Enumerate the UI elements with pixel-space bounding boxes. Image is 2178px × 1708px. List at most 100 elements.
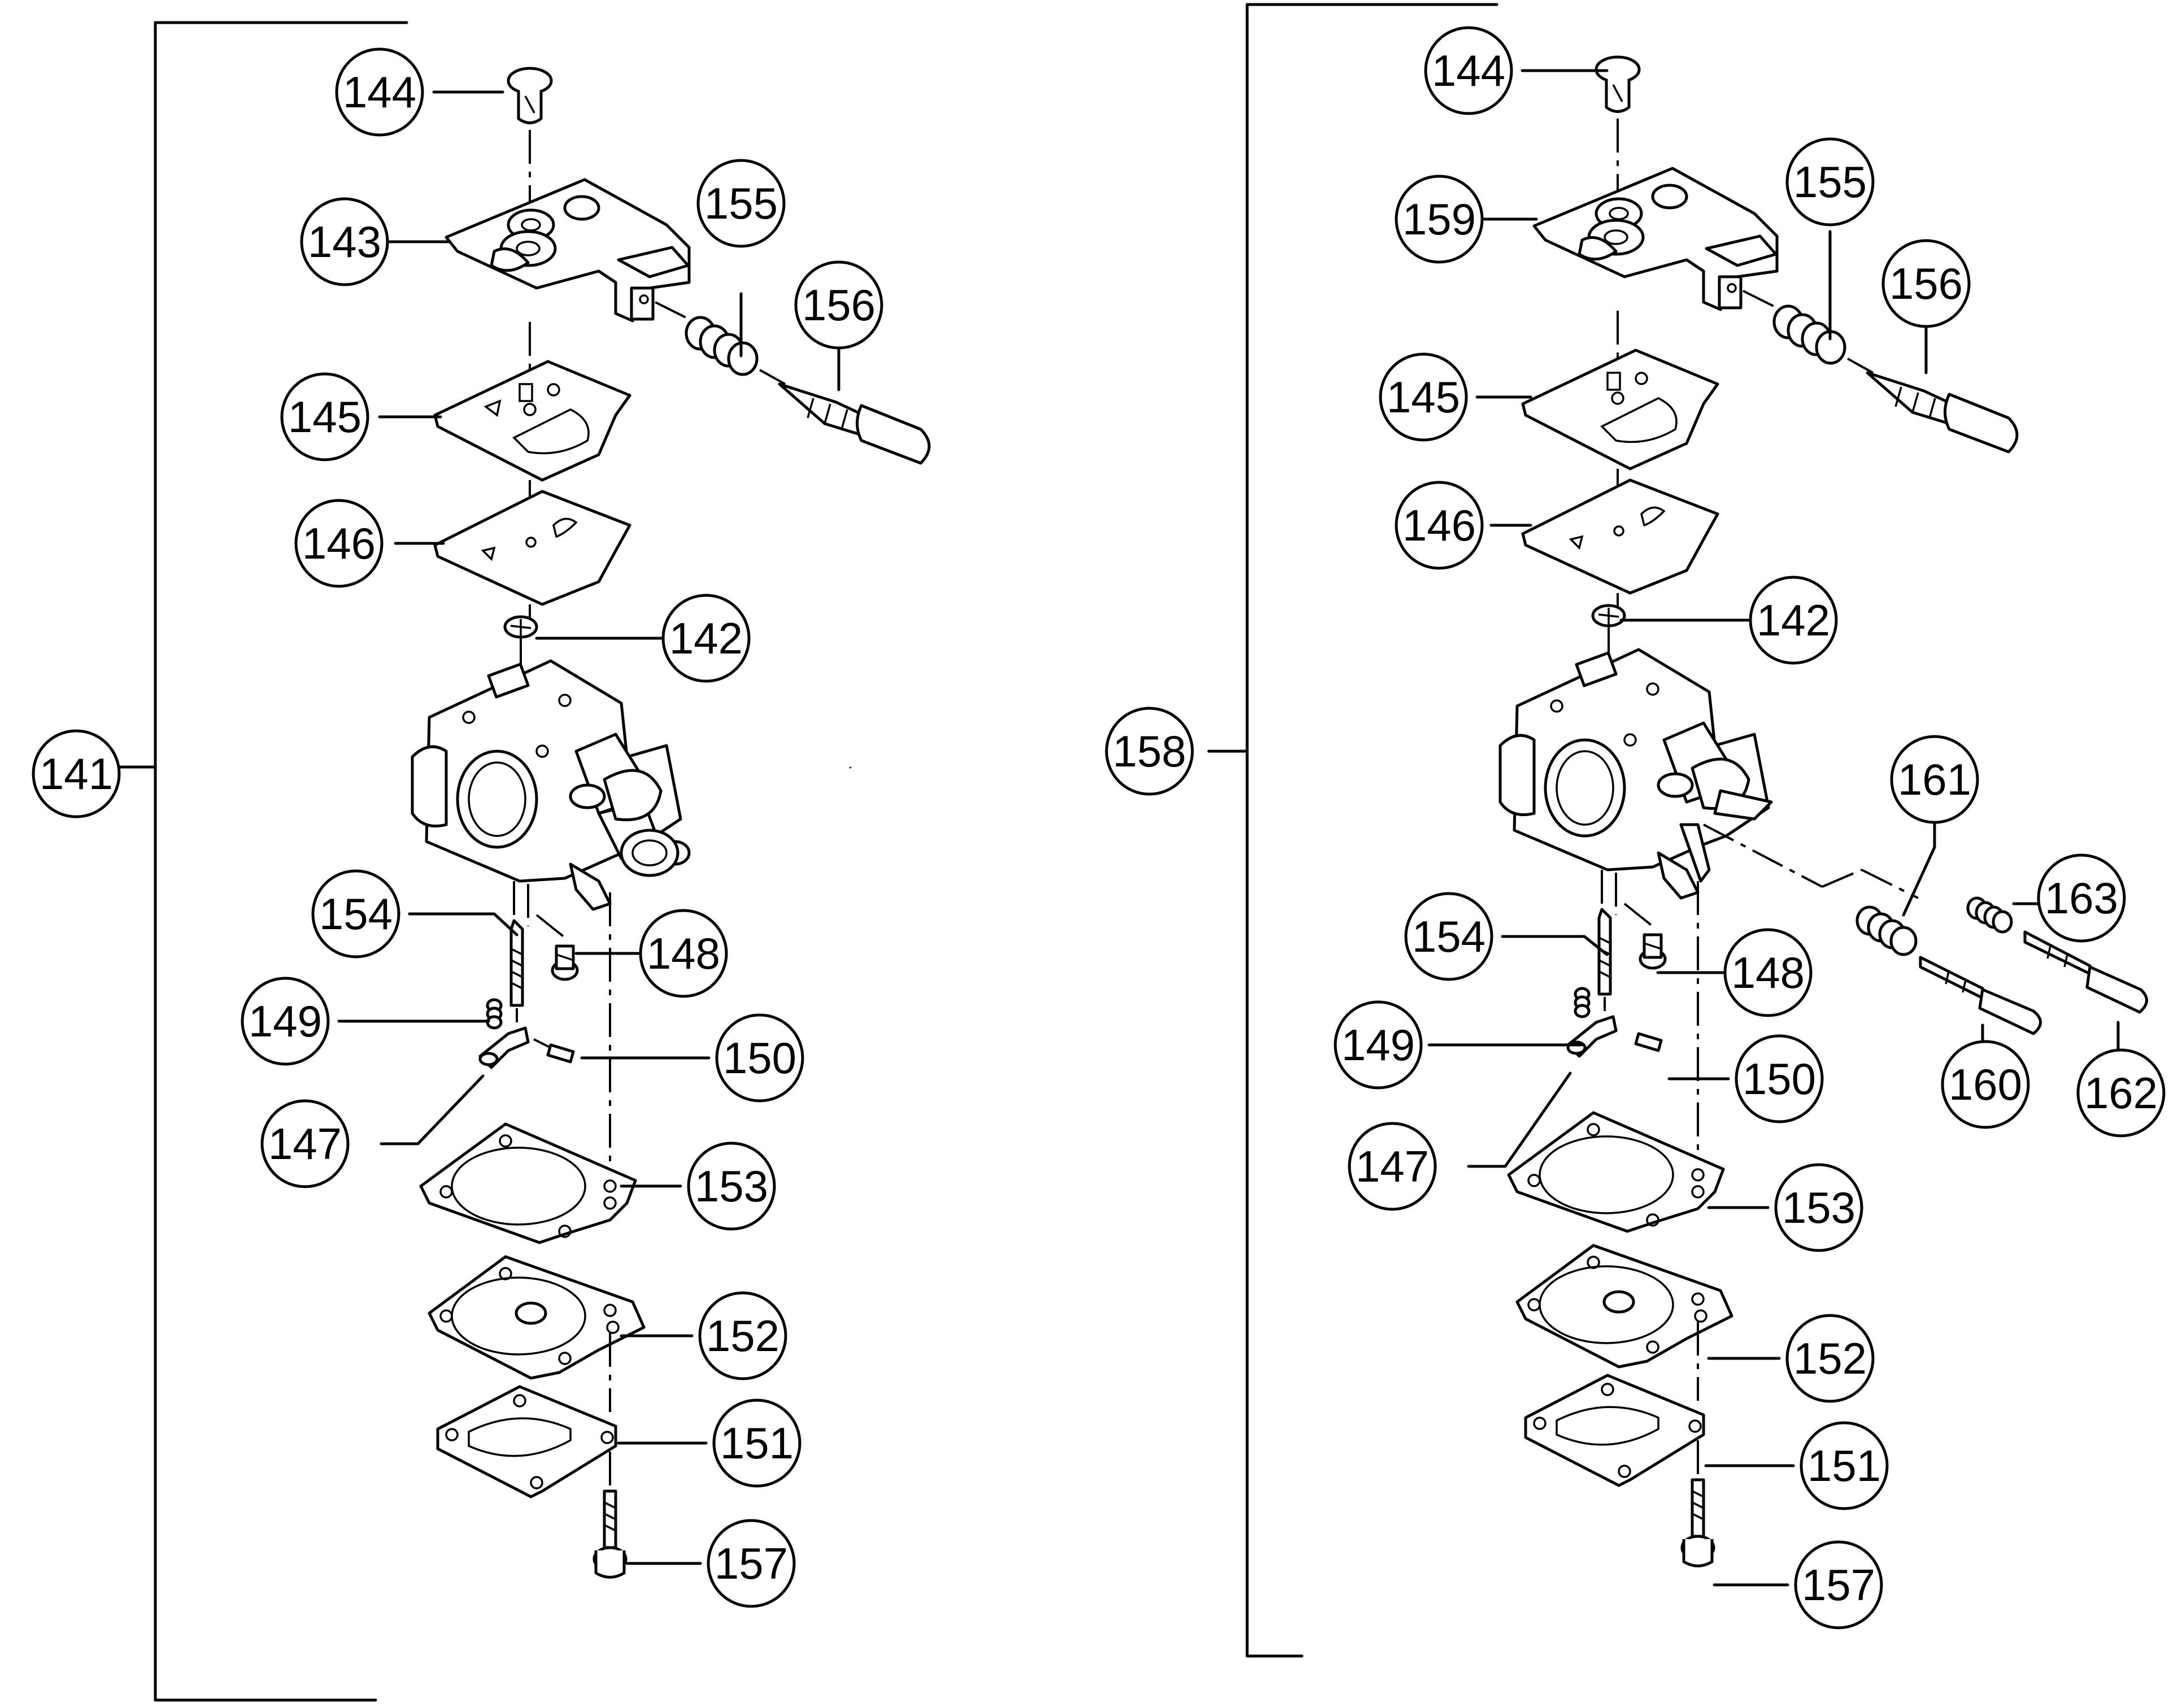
callout-label: 160 bbox=[1949, 1060, 2022, 1109]
idle-needle-drawing bbox=[1919, 956, 2042, 1035]
pump-cover-drawing bbox=[1532, 167, 1779, 311]
callout-label: 158 bbox=[1113, 726, 1186, 776]
callout: 156 bbox=[794, 260, 883, 350]
callout: 150 bbox=[715, 1013, 804, 1103]
callout-label: 148 bbox=[647, 929, 720, 978]
callout: 150 bbox=[1735, 1034, 1824, 1123]
lever-screw-drawing bbox=[1639, 933, 1667, 970]
callout-label: 151 bbox=[720, 1418, 794, 1468]
idle-spring-drawing bbox=[1855, 905, 1918, 956]
callout: 153 bbox=[1774, 1163, 1863, 1252]
callout: 155 bbox=[1785, 137, 1875, 226]
metering-gasket-drawing bbox=[1507, 1111, 1725, 1233]
callout-label: 146 bbox=[1402, 500, 1476, 550]
metering-gasket-drawing bbox=[419, 1122, 637, 1244]
callout: 147 bbox=[1348, 1122, 1437, 1211]
callout-label: 153 bbox=[1782, 1183, 1855, 1232]
callout: 144 bbox=[1424, 26, 1513, 115]
lever-spring-drawing bbox=[486, 998, 503, 1030]
callout-label: 157 bbox=[1802, 1560, 1875, 1610]
callout-label: 145 bbox=[1387, 372, 1460, 422]
callout-label: 150 bbox=[723, 1033, 796, 1083]
callout: 146 bbox=[294, 499, 384, 588]
callout-label: 154 bbox=[1412, 912, 1486, 961]
assembly-bracket-left bbox=[117, 21, 408, 1702]
main-needle-drawing bbox=[2023, 930, 2148, 1014]
adjusting-screw-drawing bbox=[778, 382, 931, 465]
lever-screw-drawing bbox=[551, 944, 579, 981]
screw-drawing bbox=[507, 67, 553, 124]
leader-lines-left bbox=[337, 90, 840, 1565]
carburetor-body-drawing bbox=[411, 659, 691, 911]
callout: 149 bbox=[1334, 1000, 1423, 1090]
callout-label: 163 bbox=[2045, 873, 2118, 923]
assembly-right: 158 144 159 155 156 145 bbox=[1105, 3, 2166, 1658]
screw-drawing bbox=[1595, 55, 1641, 113]
callout: 153 bbox=[687, 1141, 776, 1231]
leader-lines-right bbox=[1427, 69, 2120, 1587]
callout: 157 bbox=[707, 1519, 796, 1608]
callout-label: 156 bbox=[1889, 259, 1963, 308]
pump-diaphragm-drawing bbox=[433, 490, 631, 606]
callout: 145 bbox=[1379, 352, 1468, 442]
part-drawings-right bbox=[1499, 55, 2148, 1567]
callout-label: 157 bbox=[715, 1539, 788, 1588]
callout: 144 bbox=[335, 47, 424, 137]
callout-label: 144 bbox=[343, 67, 416, 117]
callout-label: 156 bbox=[802, 280, 875, 330]
callout: 156 bbox=[1881, 239, 1971, 328]
callout: 148 bbox=[639, 909, 728, 998]
callout: 146 bbox=[1395, 481, 1484, 570]
callout: 155 bbox=[696, 159, 786, 248]
pump-cover-drawing bbox=[445, 178, 691, 323]
diaphragm-cover-drawing bbox=[436, 1385, 617, 1498]
callout: 151 bbox=[1800, 1421, 1889, 1510]
assembly-callout: 141 bbox=[32, 729, 121, 818]
callout: 143 bbox=[300, 197, 389, 286]
lever-pin-drawing bbox=[1634, 1032, 1663, 1052]
callout: 162 bbox=[2076, 1048, 2166, 1138]
callout-label: 142 bbox=[1757, 595, 1830, 645]
callout-label: 162 bbox=[2084, 1068, 2158, 1118]
callout: 152 bbox=[1785, 1314, 1875, 1403]
callout-label: 150 bbox=[1743, 1054, 1816, 1104]
carburetor-body-drawing bbox=[1499, 648, 1773, 900]
callout: 151 bbox=[712, 1398, 801, 1488]
callout-label: 151 bbox=[1807, 1441, 1881, 1491]
lever-spring-drawing bbox=[1574, 987, 1591, 1018]
assembly-bracket-right bbox=[1207, 3, 1499, 1658]
callout-label: 154 bbox=[319, 889, 393, 939]
callout: 161 bbox=[1890, 735, 1979, 824]
lever-pin-drawing bbox=[546, 1043, 575, 1064]
metering-diaphragm-drawing bbox=[428, 1255, 646, 1380]
callout: 145 bbox=[280, 372, 369, 461]
callout: 154 bbox=[1404, 892, 1493, 981]
callout: 160 bbox=[1941, 1040, 2030, 1129]
callout-label: 148 bbox=[1731, 948, 1805, 997]
callout-label: 159 bbox=[1402, 194, 1476, 244]
callout-label: 155 bbox=[704, 178, 778, 228]
pump-gasket-drawing bbox=[433, 360, 631, 482]
callout: 142 bbox=[1749, 576, 1838, 665]
callout-label: 141 bbox=[40, 749, 113, 799]
metering-lever-drawing bbox=[1566, 1015, 1618, 1058]
callout-group-right: 158 144 159 155 156 145 bbox=[1105, 26, 2166, 1629]
assembly-callout: 158 bbox=[1105, 707, 1194, 796]
main-spring-drawing bbox=[1966, 896, 2013, 934]
callout-label: 155 bbox=[1793, 157, 1867, 207]
pump-diaphragm-drawing bbox=[1521, 478, 1719, 595]
callout: 152 bbox=[698, 1291, 787, 1380]
callout-label: 147 bbox=[268, 1119, 342, 1169]
inlet-needle-drawing bbox=[509, 919, 524, 1007]
callout-label: 161 bbox=[1898, 755, 1971, 804]
callout-label: 152 bbox=[1793, 1334, 1867, 1383]
valve-cap-drawing bbox=[1591, 604, 1626, 628]
callout: 142 bbox=[661, 594, 751, 683]
pump-gasket-drawing bbox=[1521, 348, 1719, 470]
cover-screw-drawing bbox=[593, 1489, 628, 1579]
spring-drawing bbox=[1772, 304, 1846, 365]
callout-label: 142 bbox=[669, 613, 743, 663]
diaphragm-cover-drawing bbox=[1524, 1374, 1705, 1487]
callout: 147 bbox=[260, 1099, 350, 1188]
